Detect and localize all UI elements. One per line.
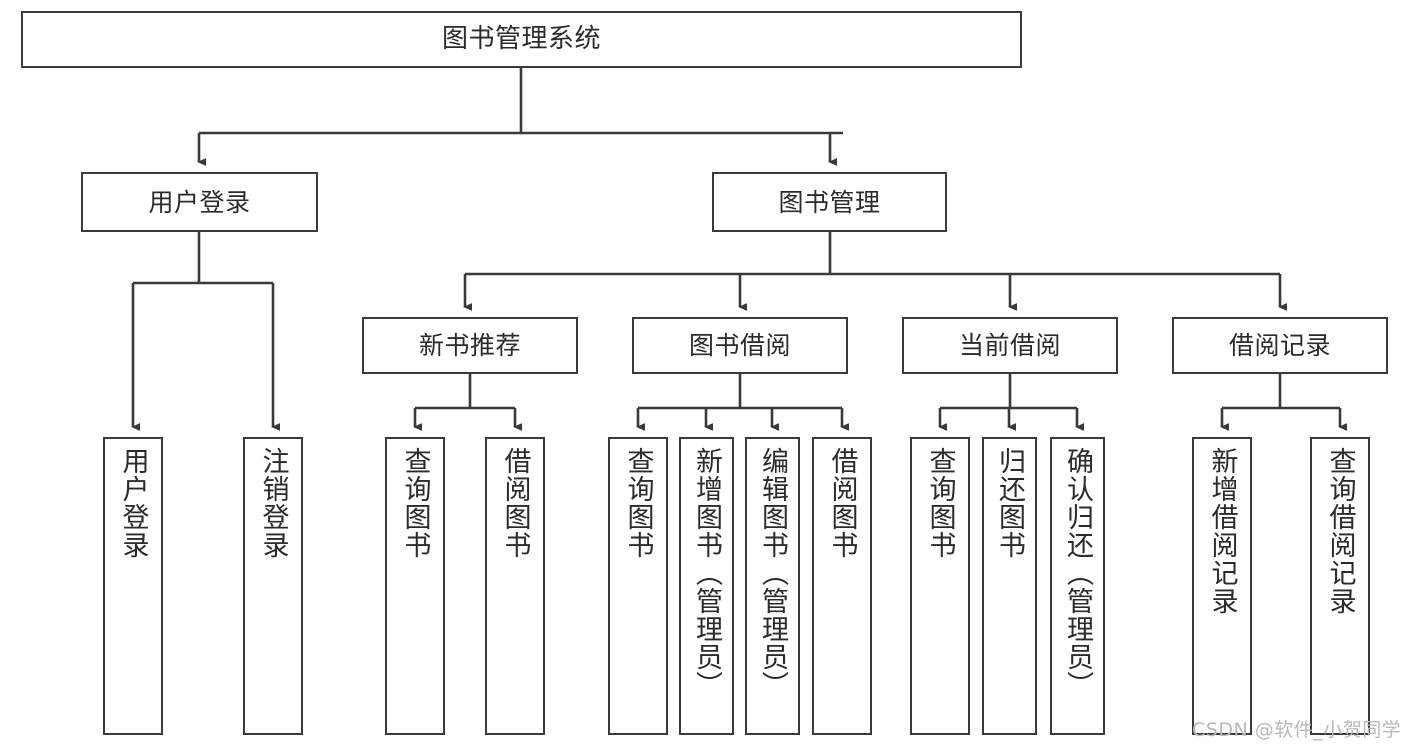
node-book-borrow-label: 图书借阅	[688, 331, 791, 360]
leaf-query-book-2-label: 查询图书	[622, 447, 654, 559]
leaf-user-logout[interactable]: 注销登录	[243, 437, 303, 735]
node-current-borrow[interactable]: 当前借阅	[902, 317, 1118, 374]
leaf-borrow-book-1-label: 借阅图书	[499, 447, 531, 559]
node-borrow-record[interactable]: 借阅记录	[1172, 317, 1388, 374]
leaf-query-record-label: 查询借阅记录	[1324, 447, 1356, 615]
node-root-label: 图书管理系统	[441, 24, 601, 55]
node-new-book-rec[interactable]: 新书推荐	[362, 317, 578, 374]
node-user-login-label: 用户登录	[148, 187, 251, 217]
node-book-borrow[interactable]: 图书借阅	[632, 317, 848, 374]
leaf-user-logout-label: 注销登录	[257, 447, 289, 559]
leaf-borrow-book-2[interactable]: 借阅图书	[812, 437, 872, 735]
node-root[interactable]: 图书管理系统	[21, 11, 1022, 68]
node-borrow-record-label: 借阅记录	[1228, 331, 1331, 360]
node-current-borrow-label: 当前借阅	[958, 331, 1061, 360]
leaf-query-book-1[interactable]: 查询图书	[385, 437, 445, 735]
node-user-login[interactable]: 用户登录	[81, 172, 318, 232]
leaf-query-book-3-label: 查询图书	[924, 447, 956, 559]
node-new-book-rec-label: 新书推荐	[418, 331, 521, 360]
node-book-manage-label: 图书管理	[778, 187, 881, 217]
leaf-borrow-book-1[interactable]: 借阅图书	[485, 437, 545, 735]
leaf-confirm-return-label: 确认归还（管理员）	[1062, 447, 1093, 699]
leaf-return-book[interactable]: 归还图书	[982, 437, 1037, 735]
node-book-manage[interactable]: 图书管理	[712, 172, 947, 232]
leaf-add-book-label: 新增图书（管理员）	[691, 447, 722, 699]
csdn-watermark: CSDN @软件_小贺同学	[1192, 719, 1402, 741]
leaf-add-record[interactable]: 新增借阅记录	[1192, 437, 1252, 735]
leaf-user-login[interactable]: 用户登录	[103, 437, 163, 735]
leaf-query-book-1-label: 查询图书	[399, 447, 431, 559]
leaf-query-record[interactable]: 查询借阅记录	[1310, 437, 1370, 735]
leaf-edit-book[interactable]: 编辑图书（管理员）	[745, 437, 800, 735]
leaf-query-book-2[interactable]: 查询图书	[608, 437, 668, 735]
leaf-add-record-label: 新增借阅记录	[1206, 447, 1238, 615]
leaf-query-book-3[interactable]: 查询图书	[910, 437, 970, 735]
leaf-return-book-label: 归还图书	[994, 447, 1025, 559]
leaf-user-login-label: 用户登录	[117, 447, 149, 559]
leaf-confirm-return[interactable]: 确认归还（管理员）	[1050, 437, 1105, 735]
leaf-borrow-book-2-label: 借阅图书	[826, 447, 858, 559]
leaf-add-book[interactable]: 新增图书（管理员）	[679, 437, 734, 735]
leaf-edit-book-label: 编辑图书（管理员）	[757, 447, 788, 699]
